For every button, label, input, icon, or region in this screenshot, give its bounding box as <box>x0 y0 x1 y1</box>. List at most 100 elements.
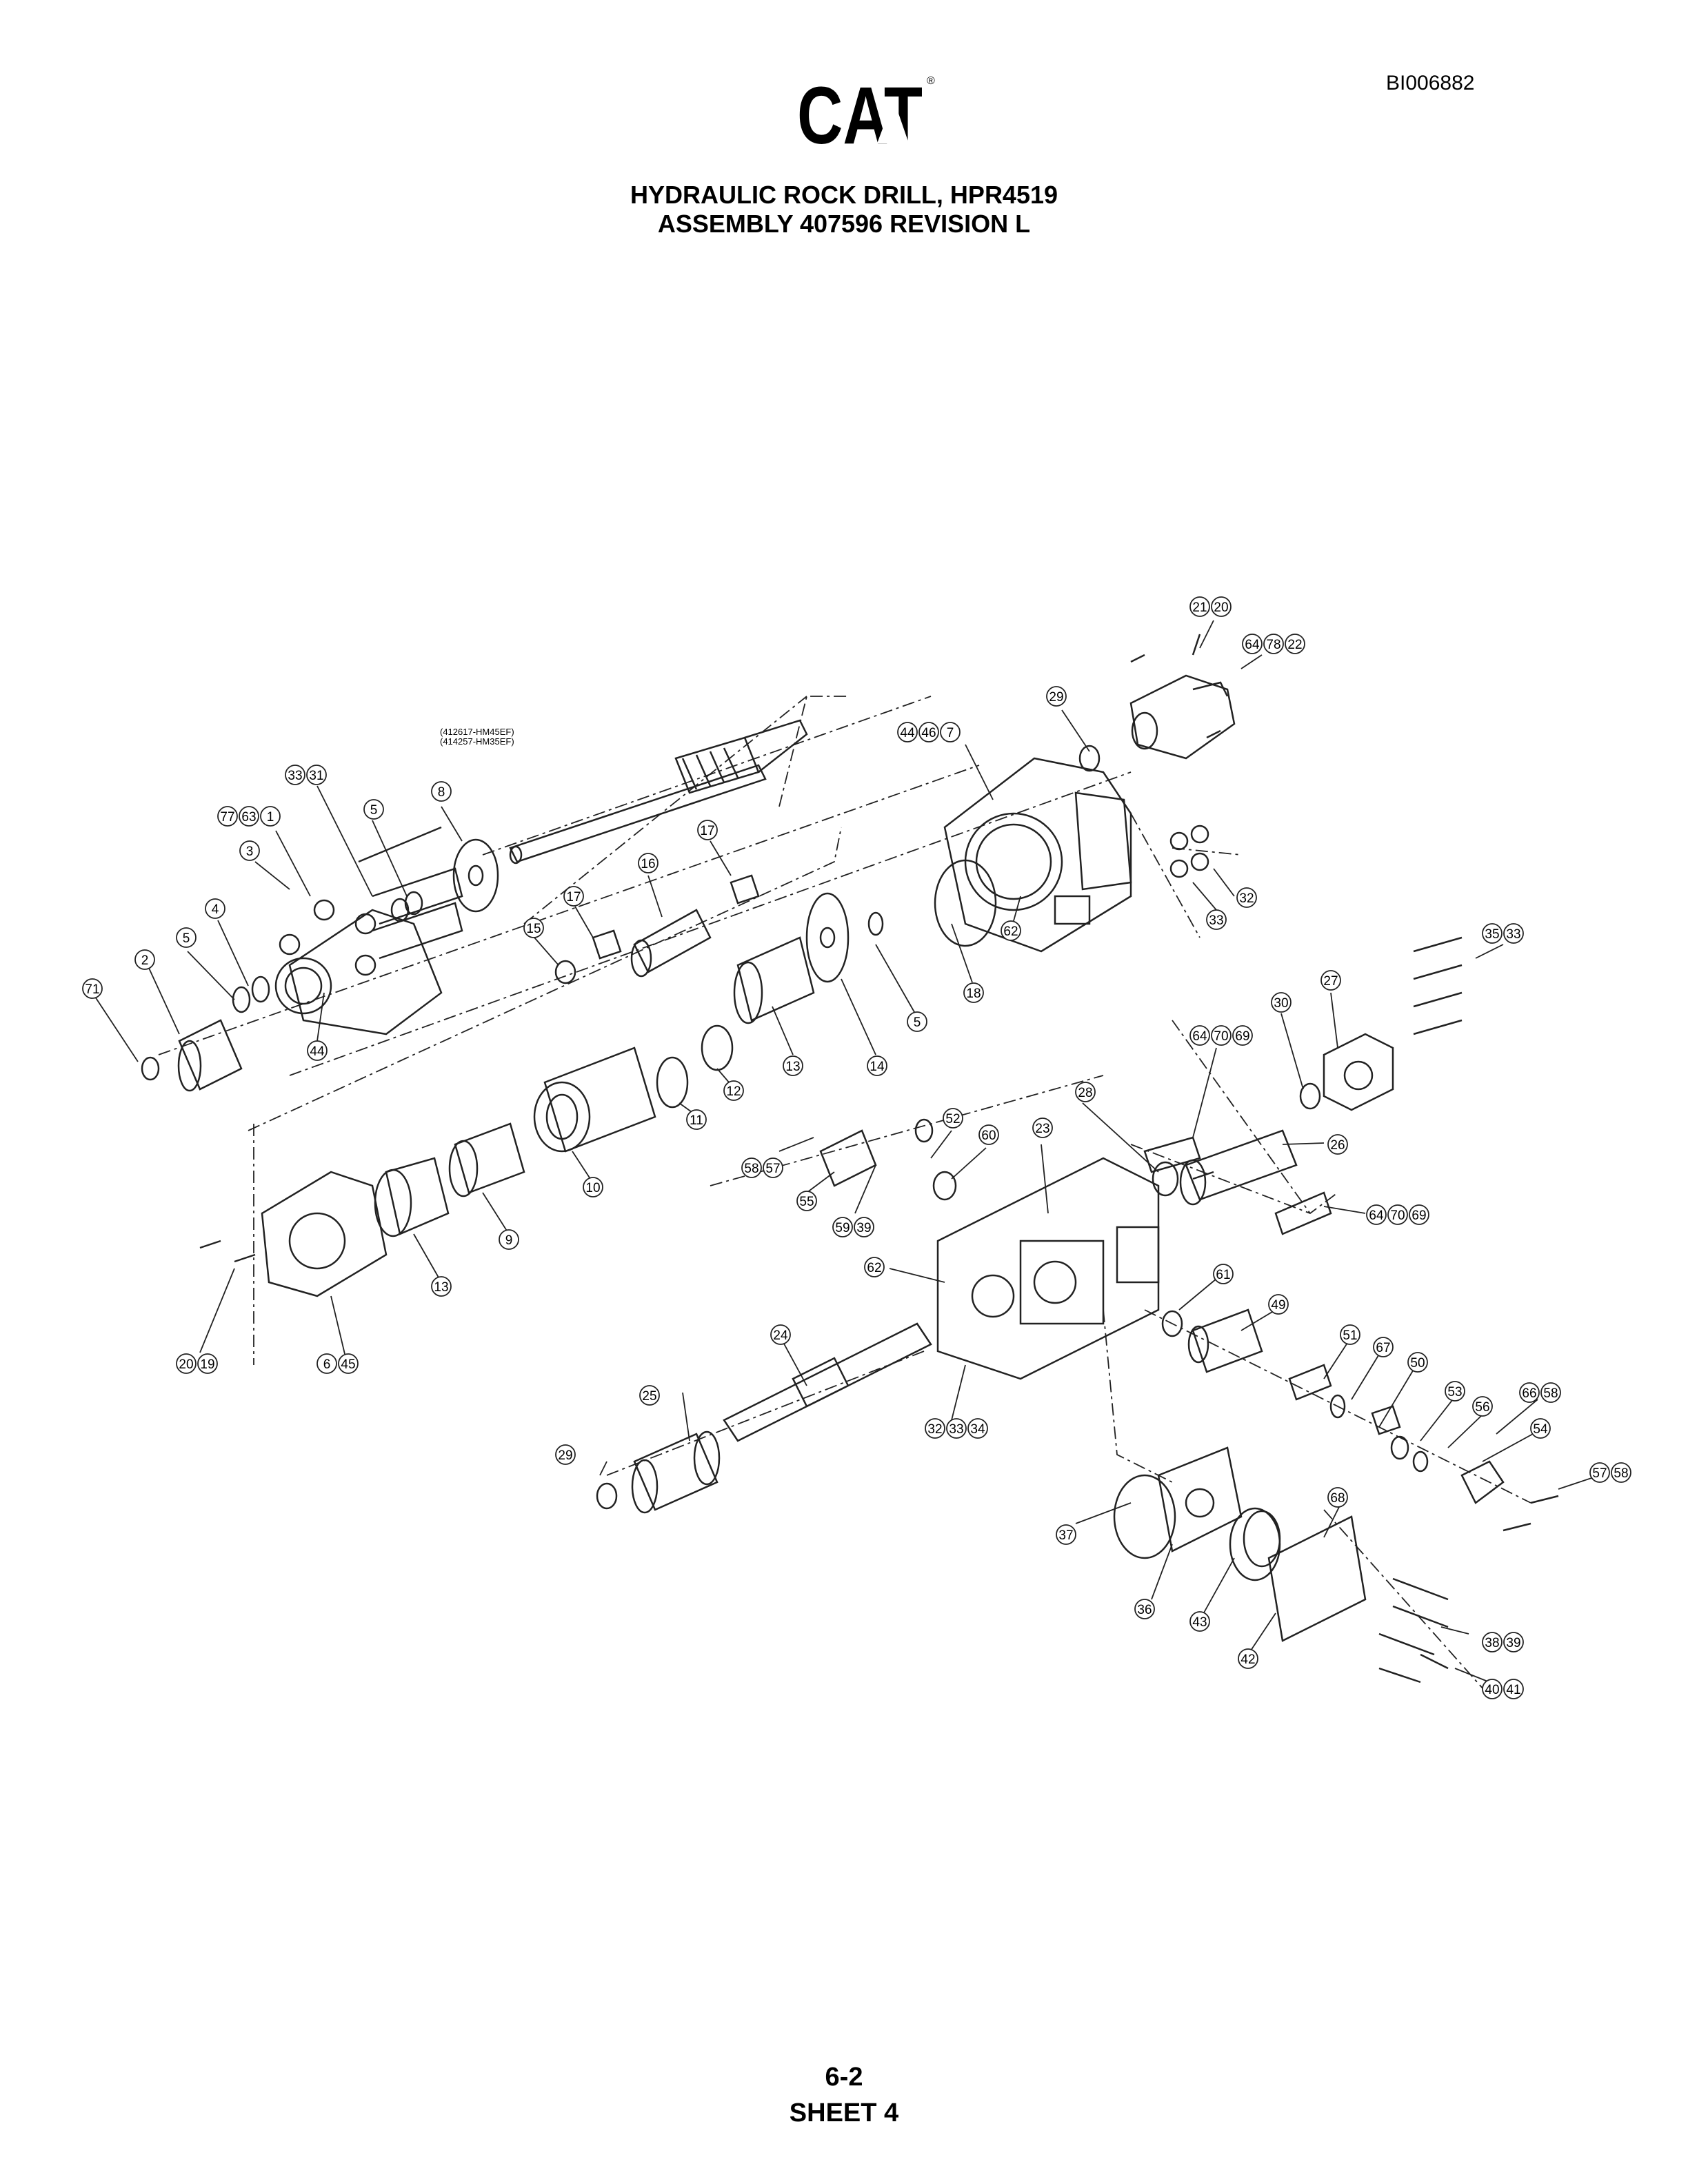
callout-circle <box>638 853 659 873</box>
callout: 13 <box>431 1276 452 1297</box>
callout: 13 <box>783 1055 803 1076</box>
callout-number: 2 <box>141 953 149 968</box>
callout-number: 32 <box>927 1422 942 1437</box>
callout-circle <box>1046 686 1067 707</box>
callout-number: 56 <box>1475 1400 1489 1415</box>
callout-number: 52 <box>945 1112 960 1126</box>
callout: 25 <box>639 1385 660 1406</box>
callout: 16 <box>638 853 659 873</box>
callout-circle <box>864 1257 885 1277</box>
callout: 14 <box>867 1055 887 1076</box>
callout: 24 <box>770 1324 791 1345</box>
callout-number: 57 <box>1592 1466 1607 1481</box>
callout-circle <box>1327 1134 1348 1155</box>
callout-number: 43 <box>1192 1615 1207 1630</box>
callout-number: 64 <box>1369 1209 1384 1223</box>
callout-circle <box>963 982 984 1003</box>
callout-number: 23 <box>1035 1122 1049 1136</box>
callout: 54 <box>1530 1418 1551 1439</box>
callout: 52 <box>943 1108 963 1129</box>
callout-number: 14 <box>870 1060 885 1074</box>
side-plates <box>261 1033 1394 1297</box>
callout-number: 17 <box>566 890 581 904</box>
callout-circle <box>1482 923 1503 944</box>
callout: 18 <box>963 982 984 1003</box>
callout-number: 58 <box>1614 1466 1628 1481</box>
valve-parts <box>819 1129 1505 1504</box>
callout-number: 4 <box>212 902 219 917</box>
callout-circle <box>1340 1324 1360 1345</box>
callout-number: 36 <box>1137 1603 1152 1617</box>
callout-number: 18 <box>966 987 981 1001</box>
callout-circle <box>832 1217 853 1237</box>
callout-circle <box>1503 923 1524 944</box>
callout-number: 33 <box>1209 913 1223 928</box>
callout: 8 <box>431 781 452 802</box>
callout-number: 7 <box>947 726 954 740</box>
callout-circle <box>260 806 281 827</box>
callout-number: 5 <box>183 931 190 946</box>
callout-circle <box>1519 1382 1540 1403</box>
callout-circle <box>897 722 918 742</box>
callout-circle <box>723 1080 744 1101</box>
callout: 17 <box>697 820 718 840</box>
callout: 56 <box>1472 1396 1493 1417</box>
document-title-line1: HYDRAULIC ROCK DRILL, HPR4519 <box>630 181 1058 209</box>
callout-circle <box>1503 1632 1524 1652</box>
callout-number: 25 <box>642 1389 656 1404</box>
callout-number: 45 <box>341 1357 355 1372</box>
callout-number: 77 <box>220 810 234 825</box>
callout: 36 <box>1134 1599 1155 1619</box>
callout-number: 21 <box>1192 600 1207 615</box>
callout: 32 <box>1236 887 1257 908</box>
callout: 2 <box>134 949 155 970</box>
callout-circle <box>1503 1679 1524 1699</box>
callout-circle <box>197 1353 218 1374</box>
callout-number: 3 <box>246 845 254 859</box>
callout-circle <box>1211 596 1232 617</box>
callout-number: 13 <box>785 1060 800 1074</box>
callout-number: 71 <box>85 982 99 997</box>
callout: 30 <box>1271 992 1292 1013</box>
callout: 5 <box>907 1011 927 1032</box>
callout-number: 39 <box>1506 1636 1520 1650</box>
callout-number: 20 <box>179 1357 193 1372</box>
callout-number: 32 <box>1239 891 1254 906</box>
callout-number: 37 <box>1058 1528 1073 1543</box>
callout-number: 63 <box>241 810 256 825</box>
callout-number: 28 <box>1078 1086 1092 1100</box>
callout-circle <box>82 978 103 999</box>
cat-logo: CAT ® <box>797 72 935 154</box>
callout-circle <box>431 1276 452 1297</box>
piston <box>723 1322 932 1442</box>
callout: 55 <box>796 1191 817 1211</box>
callout-circle <box>1387 1204 1408 1225</box>
callout-circle <box>925 1418 945 1439</box>
callout: 53 <box>1445 1381 1465 1402</box>
callout-number: 62 <box>867 1261 881 1275</box>
callout-circle <box>239 806 259 827</box>
callout-number: 58 <box>1543 1386 1558 1401</box>
callout-circle <box>1242 634 1263 654</box>
callout-circle <box>940 722 961 742</box>
callout: 43 <box>1189 1611 1210 1632</box>
callout-circle <box>1407 1352 1428 1373</box>
callout-circle <box>523 918 544 938</box>
callout-number: 20 <box>1214 600 1228 615</box>
callout: 3 <box>239 840 260 861</box>
callout-circle <box>306 765 327 785</box>
callout-circle <box>943 1108 963 1129</box>
callout-number: 70 <box>1390 1209 1405 1223</box>
callout-circle <box>1232 1025 1253 1046</box>
callout-number: 30 <box>1274 996 1288 1011</box>
callout-circle <box>176 927 197 948</box>
callout-circle <box>1327 1487 1348 1508</box>
callout: 57 58 <box>1589 1462 1631 1483</box>
shaft-variant-note-2: (414257-HM35EF) <box>440 736 514 747</box>
callout-number: 70 <box>1214 1029 1228 1044</box>
callout-circle <box>239 840 260 861</box>
callout-number: 53 <box>1447 1385 1462 1399</box>
callout: 29 <box>555 1444 576 1465</box>
